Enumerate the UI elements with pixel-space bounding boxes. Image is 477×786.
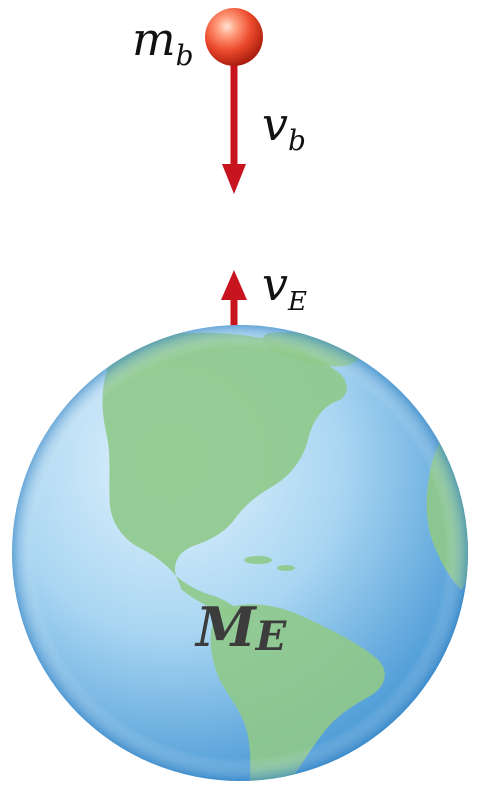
ball-velocity-label: vb (262, 97, 306, 157)
ball-mass-symbol: m (132, 12, 176, 66)
earth (12, 325, 468, 781)
ball-velocity-arrow (222, 60, 246, 194)
earth-velocity-subscript: E (287, 287, 307, 317)
earth-velocity-arrow (221, 270, 247, 326)
earth-mass-label: ME (194, 595, 287, 660)
ball-velocity-symbol: v (262, 97, 288, 151)
earth-velocity-label: vE (262, 257, 307, 317)
earth-mass-subscript: E (255, 613, 287, 660)
ball-velocity-subscript: b (288, 124, 306, 157)
earth-mass-symbol: M (194, 595, 258, 659)
ball (205, 8, 263, 66)
earth-velocity-symbol: v (262, 257, 288, 311)
ball-mass-subscript: b (176, 39, 194, 72)
ball-mass-label: mb (132, 12, 194, 72)
